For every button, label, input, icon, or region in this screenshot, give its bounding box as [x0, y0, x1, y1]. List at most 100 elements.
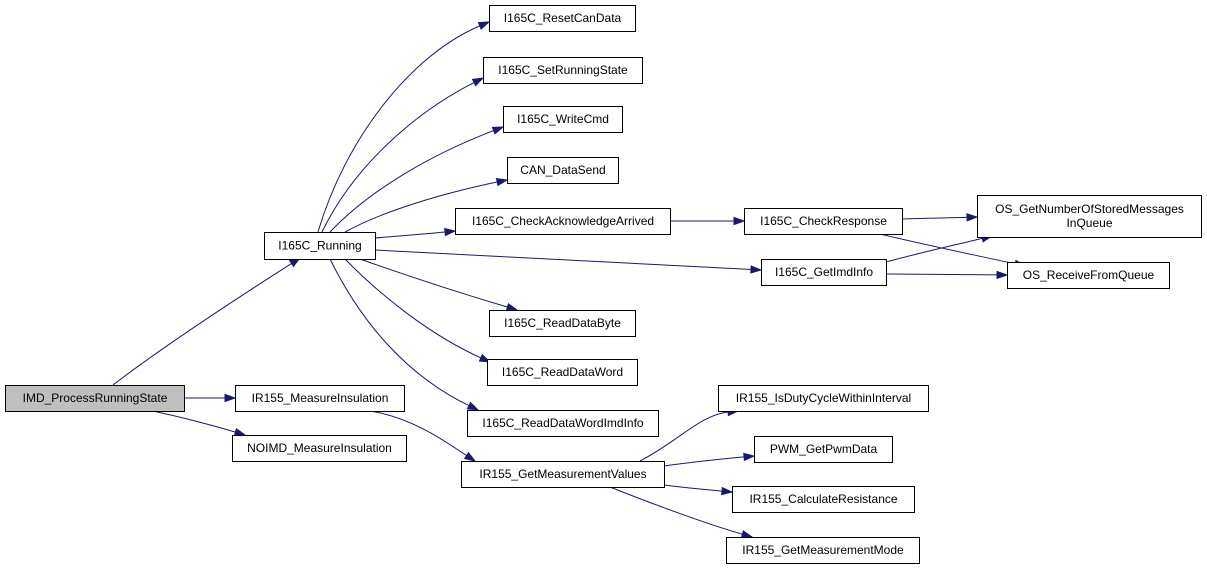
function-nodes: IMD_ProcessRunningState I165C_RunningIR15… — [5, 5, 1202, 564]
edge-line — [609, 486, 744, 535]
edge-check_resp-to-os_num_msgs — [901, 213, 979, 222]
node-label: I165C_ResetCanData — [504, 11, 622, 25]
node-box — [461, 461, 665, 488]
arrowhead-icon — [743, 452, 756, 462]
arrowhead-icon — [444, 227, 457, 237]
edge-line — [885, 237, 984, 263]
node-pwm-get[interactable]: PWM_GetPwmData — [754, 436, 893, 463]
edge-check_ack-to-check_resp — [670, 216, 746, 226]
node-label: CAN_DataSend — [520, 163, 605, 177]
arrowhead-icon — [740, 530, 754, 539]
edge-ir155_get_values-to-pwm_get — [663, 452, 756, 467]
node-label: I165C_CheckResponse — [760, 214, 887, 228]
arrowhead-icon — [477, 21, 491, 30]
edge-i165c_running-to-read_word — [344, 258, 492, 363]
node-os-receive[interactable]: OS_ReceiveFromQueue — [1007, 262, 1170, 289]
node-check-ack[interactable]: I165C_CheckAcknowledgeArrived — [455, 208, 671, 235]
node-box — [1007, 262, 1170, 289]
arrowhead-icon — [495, 178, 509, 187]
edge-i165c_running-to-get_imd_info — [374, 249, 763, 274]
node-check-resp[interactable]: I165C_CheckResponse — [744, 208, 903, 235]
edge-i165c_running-to-write_cmd — [329, 126, 505, 233]
node-imd-process[interactable]: IMD_ProcessRunningState — [5, 385, 185, 412]
node-label: I165C_CheckAcknowledgeArrived — [472, 214, 654, 228]
node-set-running[interactable]: I165C_SetRunningState — [483, 57, 643, 84]
node-label: I165C_SetRunningState — [498, 63, 628, 77]
node-get-imd-info[interactable]: I165C_GetImdInfo — [761, 259, 887, 286]
node-read-byte[interactable]: I165C_ReadDataByte — [489, 310, 636, 337]
edge-ir155_get_values-to-ir155_calc — [663, 484, 734, 496]
node-reset-can[interactable]: I165C_ResetCanData — [489, 5, 636, 32]
node-box — [718, 385, 929, 412]
edge-line — [344, 258, 483, 359]
node-can-send[interactable]: CAN_DataSend — [507, 157, 619, 184]
node-box — [487, 359, 638, 386]
node-label: InQueue — [1066, 216, 1112, 230]
node-label: IR155_GetMeasurementMode — [742, 543, 904, 557]
node-write-cmd[interactable]: I165C_WriteCmd — [503, 106, 623, 133]
edge-line — [885, 273, 999, 276]
edge-i165c_running-to-check_ack — [374, 227, 457, 239]
node-box — [489, 5, 636, 32]
edge-check_resp-to-os_receive — [879, 233, 1027, 268]
arrowhead-icon — [463, 451, 477, 462]
node-box — [732, 486, 915, 513]
node-box — [503, 106, 623, 133]
arrowhead-icon — [505, 302, 519, 312]
node-label: I165C_ReadDataWord — [502, 365, 623, 379]
edge-i165c_running-to-set_running — [321, 77, 485, 233]
node-read-word[interactable]: I165C_ReadDataWord — [487, 359, 638, 386]
edge-ir155_measure-to-ir155_get_values — [369, 410, 477, 462]
arrowhead-icon — [966, 213, 979, 222]
node-noimd-measure[interactable]: NOIMD_MeasureInsulation — [232, 435, 407, 462]
node-ir155-get-values[interactable]: IR155_GetMeasurementValues — [461, 461, 665, 488]
edge-i165c_running-to-read_byte — [359, 258, 519, 312]
edge-get_imd_info-to-os_receive — [885, 270, 1009, 280]
node-ir155-measure[interactable]: IR155_MeasureInsulation — [235, 385, 405, 412]
node-label: I165C_GetImdInfo — [775, 265, 873, 279]
node-box — [264, 232, 376, 260]
arrowhead-icon — [233, 427, 247, 437]
edge-imd_process-to-noimd_measure — [152, 410, 247, 437]
edge-line — [112, 262, 293, 386]
node-ir155-duty[interactable]: IR155_IsDutyCycleWithinInterval — [718, 385, 929, 412]
arrowhead-icon — [491, 126, 505, 135]
node-label: I165C_Running — [278, 239, 361, 253]
edge-i165c_running-to-read_word_imd — [329, 258, 480, 411]
node-i165c-running[interactable]: I165C_Running — [264, 232, 376, 260]
node-label: I165C_ReadDataByte — [504, 316, 621, 330]
arrowhead-icon — [721, 486, 734, 496]
node-box — [754, 436, 893, 463]
edge-line — [152, 410, 237, 433]
node-label: OS_GetNumberOfStoredMessages — [995, 202, 1184, 216]
node-box — [977, 195, 1202, 238]
node-label: IR155_GetMeasurementValues — [479, 467, 646, 481]
edge-i165c_running-to-reset_can — [317, 21, 491, 233]
arrowhead-icon — [750, 265, 763, 274]
node-label: IR155_MeasureInsulation — [252, 391, 389, 405]
node-label: IMD_ProcessRunningState — [23, 391, 168, 405]
edge-line — [879, 233, 1017, 265]
node-label: IR155_CalculateResistance — [749, 492, 897, 506]
node-ir155-mode[interactable]: IR155_GetMeasurementMode — [726, 537, 920, 564]
node-box — [232, 435, 407, 462]
node-read-word-imd[interactable]: I165C_ReadDataWordImdInfo — [467, 410, 659, 437]
node-label: I165C_WriteCmd — [517, 112, 609, 126]
edge-line — [369, 410, 468, 457]
arrowhead-icon — [733, 216, 746, 226]
edge-imd_process-to-i165c_running — [112, 257, 302, 386]
edge-line — [344, 181, 499, 233]
node-ir155-calc[interactable]: IR155_CalculateResistance — [732, 486, 915, 513]
arrowhead-icon — [471, 77, 485, 87]
edge-line — [374, 249, 753, 270]
node-box — [726, 537, 920, 564]
edge-line — [639, 411, 730, 462]
node-label: IR155_IsDutyCycleWithinInterval — [736, 391, 911, 405]
node-box — [5, 385, 185, 412]
edge-line — [359, 258, 509, 308]
node-box — [235, 385, 405, 412]
edge-line — [317, 25, 481, 233]
node-label: OS_ReceiveFromQueue — [1023, 268, 1155, 282]
